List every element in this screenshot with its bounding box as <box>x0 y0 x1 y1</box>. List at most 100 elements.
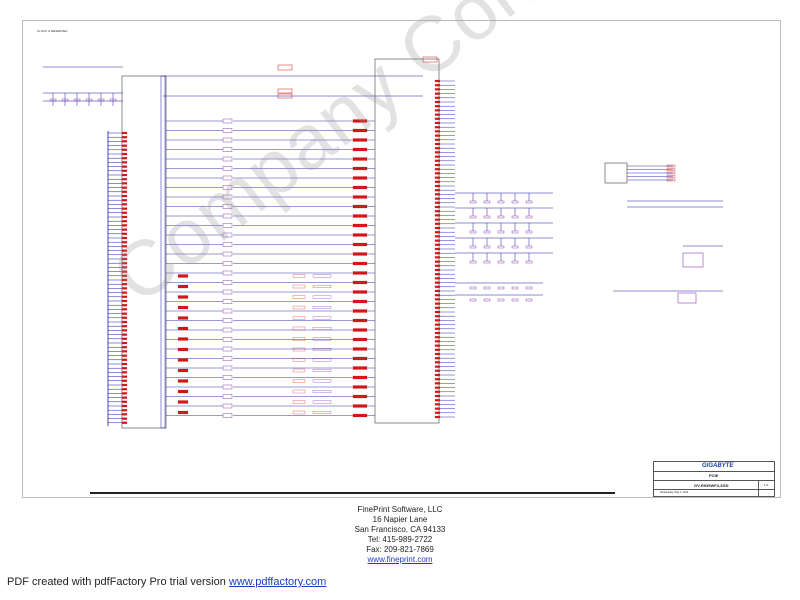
net-label-marker <box>177 284 189 289</box>
left-pin-marker <box>121 152 128 156</box>
right-pin-marker <box>434 357 441 360</box>
title-block-title: PCIE <box>709 473 719 478</box>
right-pin-marker <box>434 394 441 398</box>
sheet-header-label: CLOCK & RESERVED <box>37 29 68 33</box>
left-pin-marker <box>121 413 128 416</box>
left-pin-marker <box>121 291 128 294</box>
left-pin-marker <box>121 190 128 193</box>
top-net-label <box>422 56 438 63</box>
capacitor-symbol <box>483 245 491 249</box>
net-label-marker <box>352 119 368 123</box>
right-pin-marker <box>434 252 441 255</box>
top-net-label <box>277 88 293 94</box>
capacitor-symbol <box>469 286 477 290</box>
left-pin-marker <box>121 341 128 345</box>
net-label-marker <box>352 385 368 389</box>
net-label-marker <box>352 214 368 218</box>
right-pin-marker <box>434 260 441 263</box>
right-pin-marker <box>434 126 441 129</box>
left-pin-marker <box>121 400 128 403</box>
net-label-marker <box>352 299 368 304</box>
resistor-symbol <box>222 194 233 200</box>
right-pin-marker <box>434 373 441 377</box>
right-pin-marker <box>434 403 441 406</box>
left-pin-marker <box>121 404 128 408</box>
resistor-symbol <box>222 318 233 323</box>
capacitor-symbol <box>511 230 519 234</box>
component-label <box>312 337 332 341</box>
component-label <box>312 379 332 383</box>
company-website-link[interactable]: www.fineprint.com <box>367 555 433 564</box>
left-pin-marker <box>121 312 128 315</box>
connector-left-body <box>121 75 167 429</box>
net-label-marker <box>352 366 368 370</box>
resistor-symbol <box>222 204 233 209</box>
left-pin-marker <box>121 383 128 387</box>
net-label-marker <box>352 309 368 313</box>
left-pin-marker <box>121 421 128 424</box>
left-pin-marker <box>121 215 128 219</box>
component-label <box>312 295 332 299</box>
left-pin-marker <box>121 211 128 214</box>
right-pin-marker <box>434 273 441 276</box>
right-pin-marker <box>434 235 441 238</box>
left-pin-marker <box>121 304 128 307</box>
net-label-marker <box>352 404 368 408</box>
capacitor-symbol <box>469 245 477 249</box>
net-label-marker <box>352 242 368 247</box>
title-block: GIGABYTE PCIE GV-R939WF3-3GD 1.0 Wednesd… <box>653 461 775 497</box>
resistor-symbol <box>222 128 233 133</box>
net-label-box <box>666 178 676 182</box>
net-label-marker <box>352 138 368 142</box>
left-pin-marker <box>121 392 128 395</box>
right-pin-marker <box>434 222 441 225</box>
left-pin-marker <box>121 320 128 324</box>
net-label-marker <box>352 166 368 171</box>
left-pin-marker <box>121 169 128 172</box>
net-label-marker <box>177 316 189 320</box>
left-pin-marker <box>121 136 128 139</box>
left-pin-marker <box>121 287 128 290</box>
capacitor-symbol <box>525 260 533 264</box>
left-pin-marker <box>121 354 128 357</box>
left-pin-marker <box>121 270 128 273</box>
right-pin-marker <box>434 218 441 221</box>
ic-right-body <box>374 58 440 424</box>
net-label-marker <box>352 394 368 399</box>
right-pin-marker <box>434 348 441 351</box>
left-pin-marker <box>121 417 128 420</box>
right-pin-marker <box>434 197 441 200</box>
right-pin-marker <box>434 344 441 347</box>
net-label-box <box>666 171 676 175</box>
right-pin-marker <box>434 256 441 259</box>
right-pin-marker <box>434 88 441 91</box>
net-label-marker <box>177 337 189 341</box>
left-pin-marker <box>121 266 128 269</box>
capacitor-symbol <box>109 98 117 102</box>
left-pin-marker <box>121 241 128 244</box>
net-label-box <box>292 410 306 415</box>
right-pin-marker <box>434 163 441 167</box>
resistor-symbol <box>222 242 233 247</box>
title-block-revision: 1.0 <box>764 483 769 487</box>
right-pin-marker <box>434 210 441 213</box>
net-label-marker <box>177 305 189 310</box>
left-pin-marker <box>121 308 128 311</box>
right-pin-marker <box>434 281 441 284</box>
capacitor-symbol <box>469 200 477 204</box>
right-pin-marker <box>434 399 441 402</box>
right-pin-marker <box>434 151 441 154</box>
left-pin-marker <box>121 224 128 227</box>
pdf-creation-note: PDF created with pdfFactory Pro trial ve… <box>7 576 326 588</box>
right-pin-marker <box>434 264 441 267</box>
left-pin-marker <box>121 182 128 185</box>
resistor-symbol <box>222 223 233 228</box>
pdffactory-link[interactable]: www.pdffactory.com <box>228 576 327 588</box>
right-pin-marker <box>434 134 441 137</box>
capacitor-symbol <box>497 298 505 302</box>
net-label-marker <box>352 413 368 418</box>
right-pin-marker <box>434 340 441 343</box>
net-label-box <box>292 316 306 320</box>
right-pin-marker <box>434 201 441 204</box>
company-address-line1: 16 Napier Lane <box>372 515 428 524</box>
